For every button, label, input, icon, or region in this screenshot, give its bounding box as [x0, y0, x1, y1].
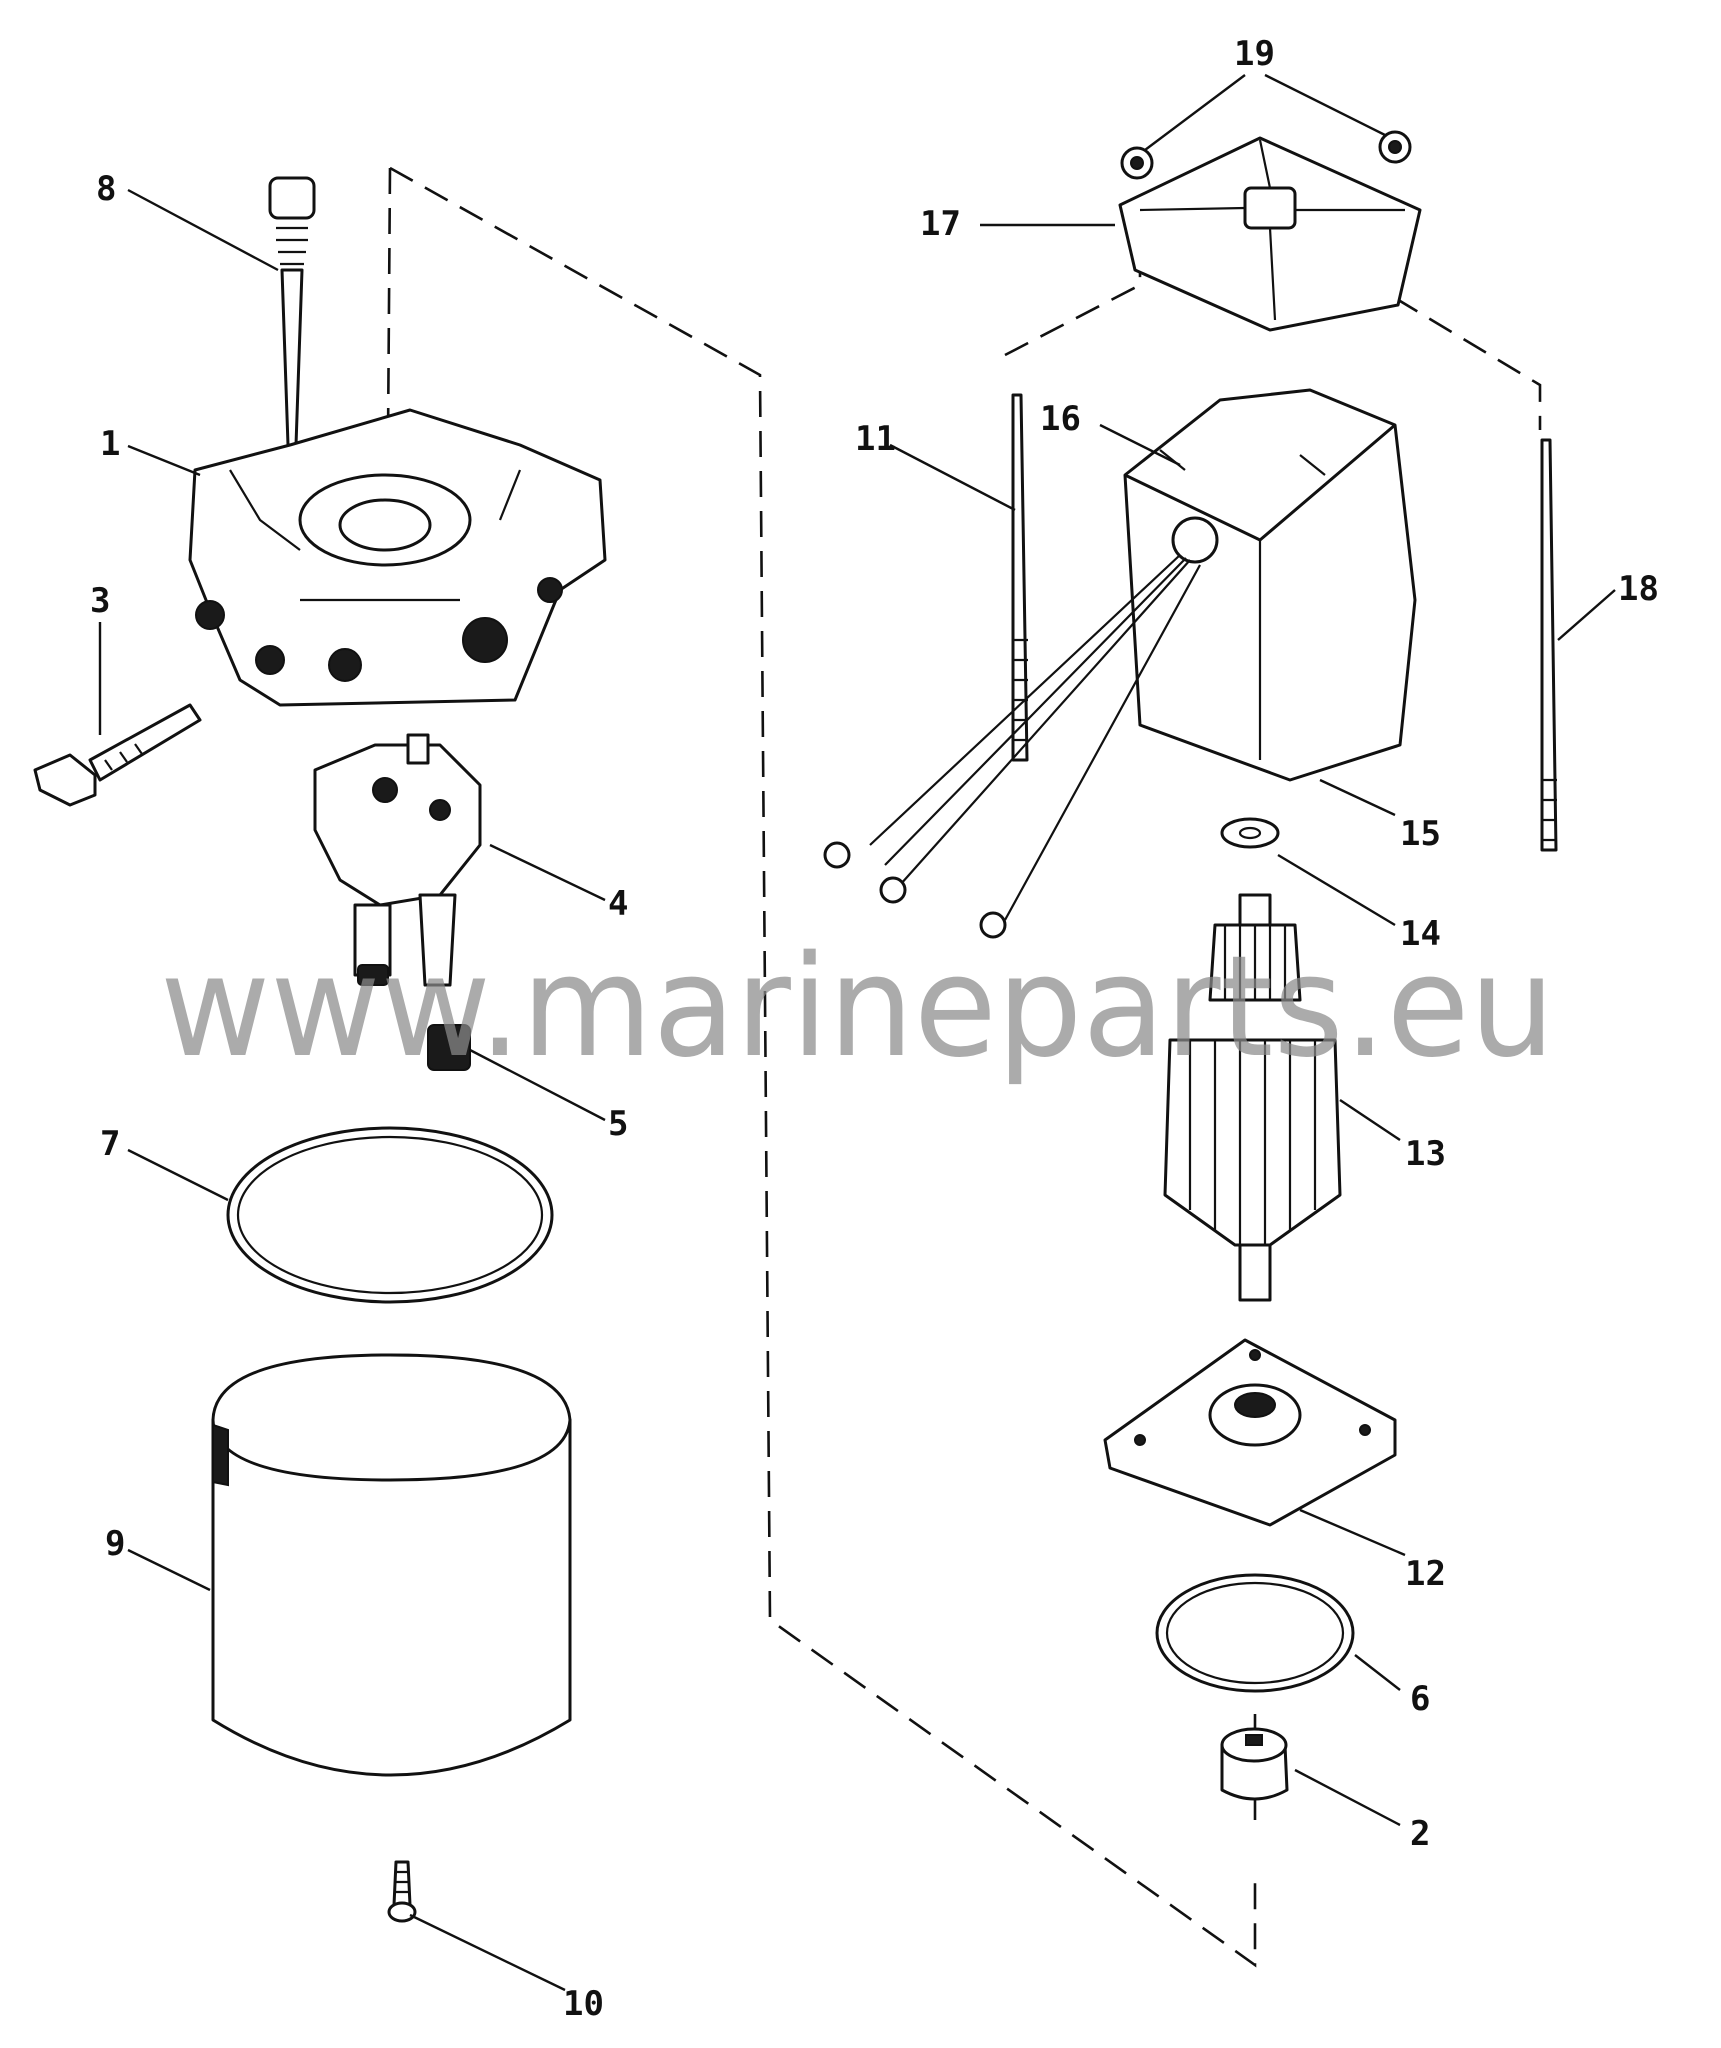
- pump-filter: [357, 964, 471, 1071]
- pump-assembly: [313, 733, 482, 987]
- end-cap: [1118, 136, 1422, 332]
- motor-dashed-guide-left: [1004, 270, 1142, 357]
- manual-release-valve: [33, 703, 202, 807]
- reservoir-screw: [387, 1860, 417, 1923]
- callout-12: 12: [1405, 1554, 1446, 1594]
- callout-13: 13: [1405, 1134, 1446, 1174]
- watermark-text: www.marineparts.eu: [160, 926, 1555, 1089]
- assembly-dashed-guide-left: [386, 167, 392, 441]
- leader-lines: [98, 73, 1616, 1992]
- callout-11: 11: [855, 419, 896, 459]
- end-plate-o-ring: [1155, 1573, 1355, 1693]
- fill-plug-dipstick: [268, 176, 316, 447]
- pump-body: [188, 408, 607, 707]
- callout-8: 8: [96, 169, 116, 209]
- reservoir-o-ring: [226, 1126, 554, 1304]
- callout-18: 18: [1618, 569, 1659, 609]
- end-cap-nuts: [1120, 130, 1412, 180]
- callout-7: 7: [100, 1124, 120, 1164]
- thrust-washer: [1220, 817, 1280, 849]
- callout-labels: 8 1 3 4 5 7 9 10 11 16 17 19 18 15 14 13…: [90, 34, 1659, 2024]
- callout-17: 17: [920, 204, 961, 244]
- through-bolt-right: [1540, 438, 1558, 852]
- callout-4: 4: [608, 884, 628, 924]
- callout-14: 14: [1400, 914, 1441, 954]
- callout-3: 3: [90, 581, 110, 621]
- coupler: [1220, 1727, 1289, 1801]
- through-bolt-left: [1011, 393, 1029, 762]
- callout-19: 19: [1234, 34, 1275, 74]
- motor-frame: [1123, 388, 1417, 782]
- assembly-dashed-outline: [389, 166, 1257, 1968]
- callout-9: 9: [105, 1524, 125, 1564]
- callout-5: 5: [608, 1104, 628, 1144]
- callout-1: 1: [100, 424, 120, 464]
- wire-harness: [823, 516, 1219, 939]
- end-plate: [1103, 1338, 1397, 1527]
- callout-10: 10: [563, 1984, 604, 2024]
- motor-dashed-guide-right: [1394, 296, 1542, 430]
- callout-15: 15: [1400, 814, 1441, 854]
- armature: [1163, 893, 1342, 1302]
- callout-16: 16: [1040, 399, 1081, 439]
- callout-2: 2: [1410, 1814, 1430, 1854]
- callout-6: 6: [1410, 1679, 1430, 1719]
- reservoir: [211, 1353, 572, 1777]
